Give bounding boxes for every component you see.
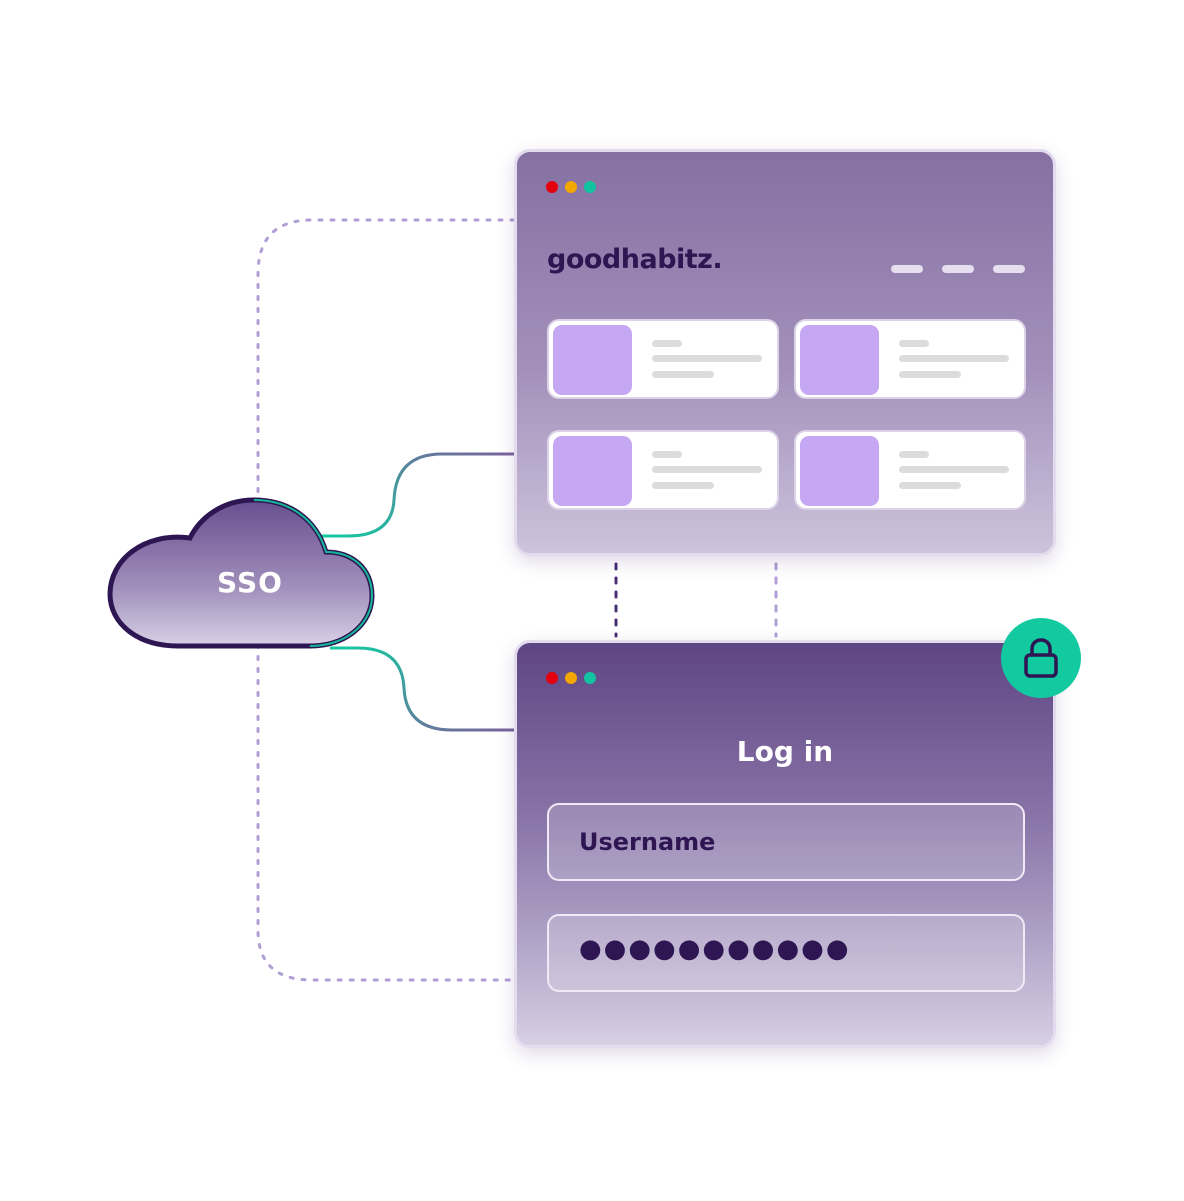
card-text-line <box>899 466 1009 473</box>
password-field[interactable]: ●●●●●●●●●●● <box>547 914 1025 992</box>
course-card[interactable] <box>794 319 1026 399</box>
card-text-line <box>899 482 961 489</box>
nav-item-placeholder[interactable] <box>993 265 1025 273</box>
nav-item-placeholder[interactable] <box>942 265 974 273</box>
card-text-line <box>652 466 762 473</box>
card-text-line <box>652 340 682 347</box>
minimize-dot-icon[interactable] <box>565 672 577 684</box>
lock-icon <box>1024 638 1058 678</box>
close-dot-icon[interactable] <box>546 672 558 684</box>
card-thumbnail <box>553 325 632 395</box>
card-text-line <box>652 355 762 362</box>
card-text-line <box>899 340 929 347</box>
window-controls <box>546 181 596 193</box>
card-thumbnail <box>553 436 632 506</box>
top-nav <box>891 265 1025 273</box>
window-controls <box>546 672 596 684</box>
cloud-to-dashboard-connector <box>320 452 514 538</box>
goodhabitz-logo[interactable]: goodhabitz. <box>547 244 723 275</box>
username-field[interactable]: Username <box>547 803 1025 881</box>
minimize-dot-icon[interactable] <box>565 181 577 193</box>
course-card[interactable] <box>794 430 1026 510</box>
card-text-line <box>652 451 682 458</box>
close-dot-icon[interactable] <box>546 181 558 193</box>
cloud-highlight <box>253 499 374 647</box>
logo-text: goodhabitz <box>547 244 713 275</box>
card-thumbnail <box>800 325 879 395</box>
password-mask: ●●●●●●●●●●● <box>579 934 851 964</box>
card-text-line <box>899 451 929 458</box>
card-text-line <box>899 355 1009 362</box>
login-title: Log in <box>736 735 834 768</box>
nav-item-placeholder[interactable] <box>891 265 923 273</box>
card-thumbnail <box>800 436 879 506</box>
login-window: Log in Username ●●●●●●●●●●● <box>514 640 1056 1048</box>
dashboard-window: goodhabitz. <box>514 149 1056 556</box>
maximize-dot-icon[interactable] <box>584 181 596 193</box>
card-text-line <box>652 482 714 489</box>
card-text-line <box>899 371 961 378</box>
username-label: Username <box>579 828 716 856</box>
maximize-dot-icon[interactable] <box>584 672 596 684</box>
lock-badge <box>1001 618 1081 698</box>
course-card[interactable] <box>547 319 779 399</box>
card-text-line <box>652 371 714 378</box>
course-card[interactable] <box>547 430 779 510</box>
sso-label: SSO <box>217 566 283 599</box>
cloud-to-login-connector <box>330 646 514 732</box>
